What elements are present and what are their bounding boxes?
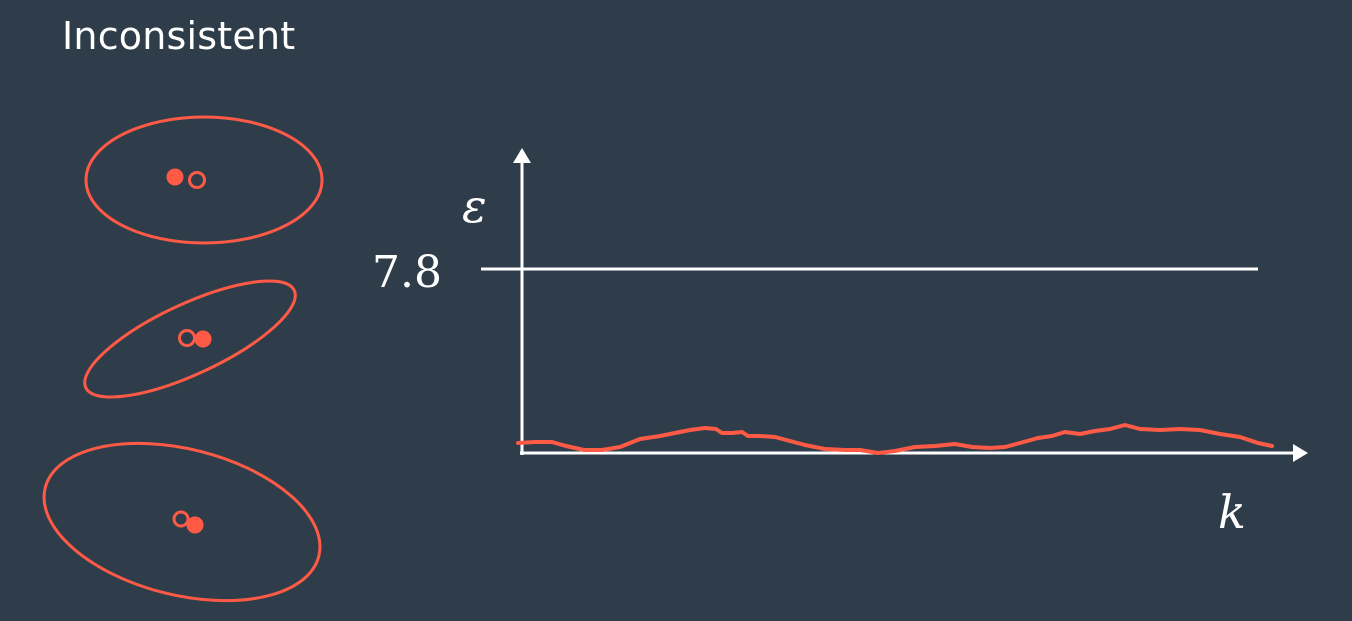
covariance-ellipse-2 bbox=[83, 279, 297, 399]
true-state-dot bbox=[178, 329, 196, 347]
y-axis-label: ε bbox=[462, 179, 487, 233]
x-axis-label: k bbox=[1218, 485, 1246, 539]
estimate-dot bbox=[166, 168, 184, 186]
true-state-dot bbox=[172, 510, 190, 528]
estimate-dot bbox=[186, 516, 204, 534]
x-axis-arrowhead bbox=[1293, 444, 1308, 462]
nees-trace bbox=[516, 423, 1274, 455]
covariance-ellipse-1 bbox=[84, 115, 324, 245]
y-axis-arrowhead bbox=[513, 148, 531, 163]
estimate-dot bbox=[194, 330, 212, 348]
slide-title: Inconsistent bbox=[62, 14, 296, 58]
covariance-ellipse-3 bbox=[42, 441, 322, 603]
threshold-label: 7.8 bbox=[372, 247, 442, 298]
plot-axes bbox=[513, 148, 1308, 462]
true-state-dot bbox=[188, 171, 206, 189]
